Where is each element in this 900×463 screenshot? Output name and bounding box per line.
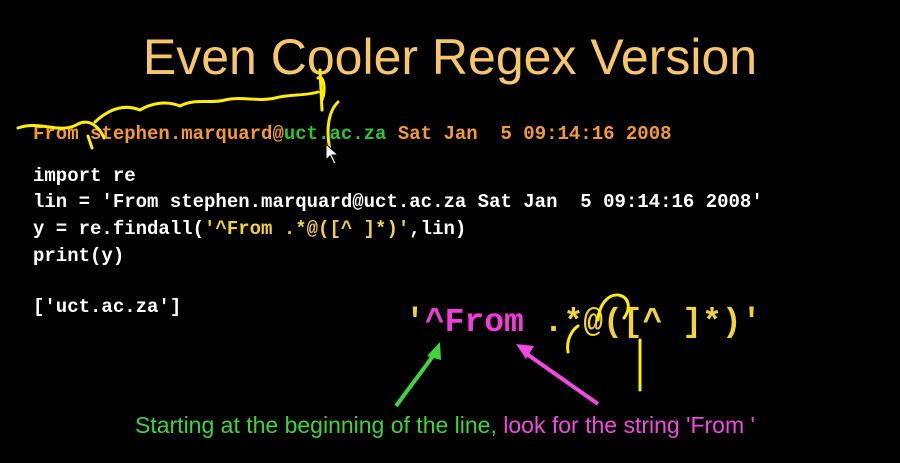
scribble-squiggle [93,90,320,124]
big-regex-rest: .*@([^ ]*)' [523,304,762,341]
from-line-sender: From stephen.marquard@ [33,123,284,145]
big-regex-quote: ' [405,304,425,341]
code-line-print: print(y) [33,245,125,267]
big-regex: '^From .*@([^ ]*)' [405,304,761,341]
magenta-arrow-icon [516,344,600,406]
code-line-findall: y = re.findall('^From .*@([^ ]*)',lin) [33,218,466,240]
code-findall-pre: y = re.findall( [33,218,205,240]
from-line: From stephen.marquard@uct.ac.za Sat Jan … [33,123,672,145]
code-findall-regex: '^From .*@([^ ]*)' [204,218,410,240]
caption-green: Starting at the beginning of the line, [135,412,504,438]
program-output: ['uct.ac.za'] [33,296,182,318]
code-line-lin: lin = 'From stephen.marquard@uct.ac.za S… [33,191,763,213]
big-regex-from: ^From [424,304,524,341]
green-arrow-icon [394,342,441,408]
code-line-import: import re [33,165,136,187]
mouse-cursor-icon [325,142,340,165]
slide-title: Even Cooler Regex Version [142,29,758,85]
code-findall-post: ,lin) [409,218,467,240]
from-line-date: Sat Jan 5 09:14:16 2008 [386,123,672,145]
from-line-domain: uct.ac.za [283,123,387,145]
caption-magenta: look for the string 'From ' [503,412,755,438]
caption: Starting at the beginning of the line, l… [135,412,755,439]
